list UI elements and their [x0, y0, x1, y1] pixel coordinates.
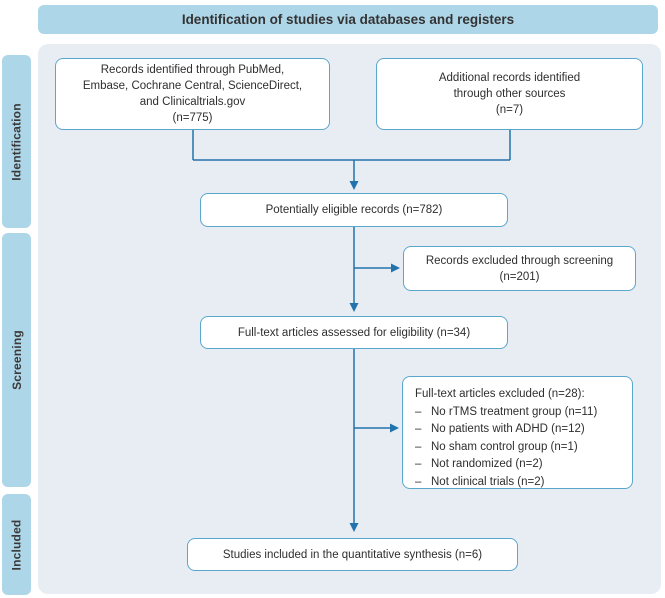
box-line: Records identified through PubMed, — [100, 64, 285, 76]
excluded-reason-item: – Not clinical trials (n=2) — [415, 474, 544, 492]
bullet-dash: – — [415, 423, 422, 435]
bullet-dash: – — [415, 458, 422, 470]
box-records-identified-databases: Records identified through PubMed, Embas… — [55, 58, 330, 130]
box-title: Full-text articles excluded (n=28): — [415, 388, 585, 400]
box-line: Additional records identified — [438, 72, 581, 84]
bullet-dash: – — [415, 475, 422, 488]
excluded-reason-text: No sham control group (n=1) — [431, 440, 578, 453]
excluded-reason-item: – Not randomized (n=2) — [415, 456, 543, 474]
box-line: and Clinicaltrials.gov — [139, 96, 246, 108]
diagram-title: Identification of studies via databases … — [181, 12, 515, 27]
box-line: Potentially eligible records (n=782) — [265, 204, 443, 216]
box-additional-records-other-sources: Additional records identified through ot… — [376, 58, 643, 130]
excluded-reason-text: No rTMS treatment group (n=11) — [431, 405, 598, 418]
stage-screening: Screening — [2, 233, 31, 487]
box-line: Embase, Cochrane Central, ScienceDirect, — [82, 80, 303, 92]
excluded-reason-item: – No patients with ADHD (n=12) — [415, 421, 585, 439]
diagram-header: Identification of studies via databases … — [38, 5, 658, 34]
box-line: Studies included in the quantitative syn… — [222, 548, 483, 561]
stage-included-label: Included — [9, 519, 24, 570]
box-line: Full-text articles assessed for eligibil… — [237, 326, 471, 339]
stage-included: Included — [2, 494, 31, 595]
diagram-panel: Records identified through PubMed, Embas… — [38, 44, 661, 594]
stage-identification: Identification — [2, 55, 31, 228]
bullet-dash: – — [415, 440, 422, 453]
box-fulltext-excluded: Full-text articles excluded (n=28): – No… — [402, 376, 633, 489]
box-studies-included: Studies included in the quantitative syn… — [187, 538, 518, 571]
box-line: (n=7) — [495, 104, 524, 116]
box-line: (n=775) — [172, 112, 213, 124]
box-potentially-eligible-records: Potentially eligible records (n=782) — [200, 193, 508, 227]
bullet-dash: – — [415, 405, 422, 418]
stage-screening-label: Screening — [9, 330, 24, 390]
excluded-reason-item: – No rTMS treatment group (n=11) — [415, 404, 597, 422]
box-line: Records excluded through screening — [425, 254, 614, 267]
box-line: (n=201) — [499, 270, 540, 283]
excluded-reason-text: No patients with ADHD (n=12) — [431, 423, 585, 435]
box-records-excluded-screening: Records excluded through screening (n=20… — [403, 246, 636, 291]
excluded-reason-text: Not randomized (n=2) — [431, 458, 543, 470]
flow-connector-arrows — [192, 130, 511, 532]
excluded-reason-text: Not clinical trials (n=2) — [431, 475, 545, 488]
box-fulltext-assessed: Full-text articles assessed for eligibil… — [200, 316, 508, 349]
stage-identification-label: Identification — [9, 102, 24, 181]
excluded-reason-item: – No sham control group (n=1) — [415, 439, 578, 457]
box-line: through other sources — [453, 88, 566, 100]
